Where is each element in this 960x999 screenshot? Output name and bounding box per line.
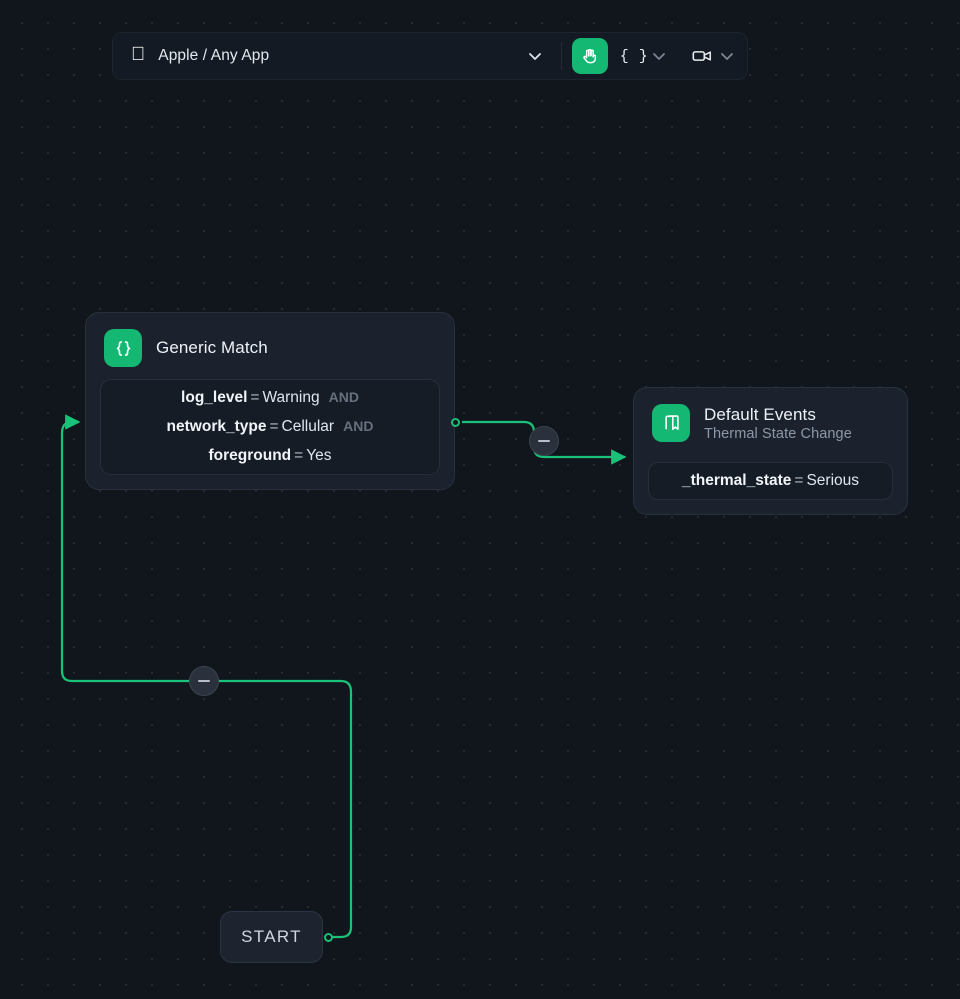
- condition-op: =: [794, 472, 804, 489]
- start-output-port[interactable]: [324, 933, 333, 942]
- condition-join: AND: [343, 418, 374, 434]
- chevron-down-icon[interactable]: [525, 46, 545, 66]
- condition-op: =: [250, 389, 260, 406]
- condition-value: Serious: [806, 472, 860, 489]
- video-tool[interactable]: [687, 41, 737, 71]
- toolbar-divider: [561, 42, 562, 70]
- toolbar-tools: { }: [562, 33, 747, 79]
- bookmark-icon: [652, 404, 690, 442]
- collapse-icon: [538, 440, 550, 442]
- chevron-down-icon[interactable]: [717, 46, 737, 66]
- condition-row: _thermal_state=Serious: [663, 472, 878, 490]
- node-header-text: Default Events Thermal State Change: [704, 405, 852, 442]
- condition-key: _thermal_state: [681, 472, 792, 489]
- condition-op: =: [294, 447, 304, 464]
- node-header: Default Events Thermal State Change: [634, 388, 907, 454]
- node-output-port[interactable]: [451, 418, 460, 427]
- condition-row: network_type=Cellular AND: [167, 418, 374, 436]
- app-selector-label: Apple / Any App: [144, 47, 269, 64]
- collapse-icon: [198, 680, 210, 682]
- condition-join: AND: [328, 389, 359, 405]
- edge-collapse-badge[interactable]: [529, 426, 559, 456]
- node-title: Generic Match: [156, 338, 268, 357]
- braces-icon: [104, 329, 142, 367]
- node-default-events[interactable]: Default Events Thermal State Change _the…: [633, 387, 908, 515]
- condition-value: Cellular: [281, 418, 335, 435]
- video-camera-icon: [687, 41, 717, 71]
- condition-list: _thermal_state=Serious: [648, 462, 893, 500]
- node-start-label: START: [241, 927, 302, 946]
- node-header: Generic Match: [86, 313, 454, 379]
- node-subtitle: Thermal State Change: [704, 425, 852, 442]
- condition-value: Warning: [262, 389, 320, 406]
- node-title: Default Events: [704, 404, 816, 424]
- chevron-down-icon[interactable]: [649, 46, 669, 66]
- condition-key: network_type: [166, 418, 267, 435]
- condition-value: Yes: [306, 447, 332, 464]
- apple-logo-icon: : [131, 45, 145, 64]
- condition-key: log_level: [181, 389, 248, 406]
- condition-row: foreground=Yes: [208, 447, 331, 465]
- pan-tool-button[interactable]: [572, 38, 608, 74]
- condition-key: foreground: [208, 447, 292, 464]
- node-start[interactable]: START: [220, 911, 323, 963]
- edge-collapse-badge[interactable]: [189, 666, 219, 696]
- condition-row: log_level=Warning AND: [181, 389, 359, 407]
- app-selector[interactable]:  Apple / Any App: [113, 33, 561, 79]
- top-toolbar:  Apple / Any App { }: [112, 32, 748, 80]
- braces-icon: { }: [619, 47, 649, 65]
- code-tool[interactable]: { }: [619, 41, 669, 71]
- condition-op: =: [269, 418, 279, 435]
